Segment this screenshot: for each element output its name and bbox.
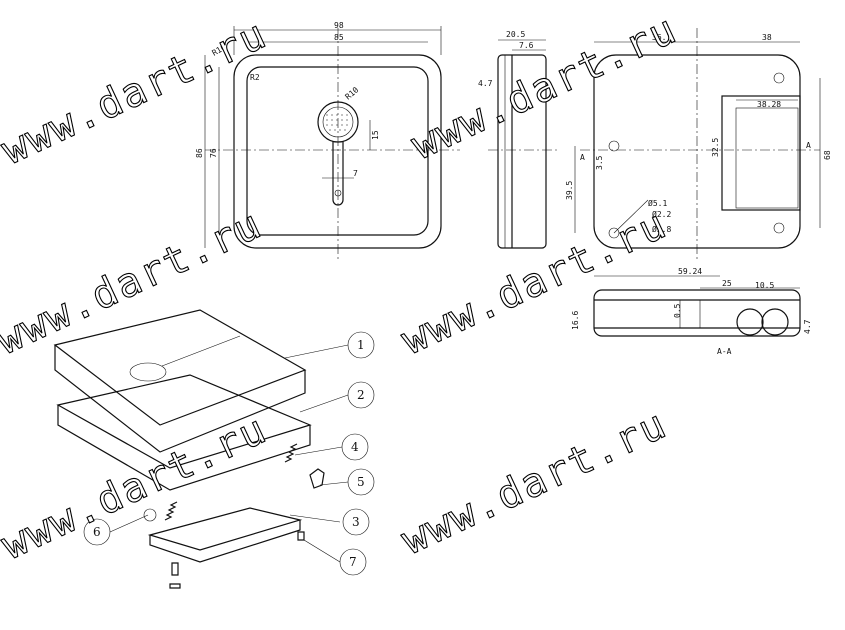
- dim-step: 4.7: [478, 79, 493, 88]
- dim-width: 98: [334, 21, 344, 30]
- section-outline: [593, 289, 801, 337]
- dim-c: 10.5: [755, 281, 774, 290]
- dim-slot-height: 15: [371, 130, 380, 140]
- battery-1: [736, 308, 764, 336]
- watermark-text: www.dart.ru: [0, 201, 269, 364]
- leader-2: [299, 394, 349, 413]
- dim-height-inner: 76: [209, 148, 218, 158]
- leader-d1: [613, 199, 649, 234]
- dim-a: 59.24: [678, 267, 702, 276]
- front-outer-outline: [233, 54, 442, 249]
- dim-t: 0.5: [673, 303, 682, 318]
- dim-compartment: 38.28: [757, 100, 781, 109]
- dim-d2: Ø2.2: [652, 209, 671, 219]
- watermark-text: www.dart.ru: [0, 406, 274, 569]
- side-view: 20.5 7.6 4.7: [478, 30, 558, 249]
- dim-d3: Ø2.8: [652, 224, 671, 234]
- leader-5: [319, 481, 349, 486]
- dim-height-outer: 86: [195, 148, 204, 158]
- part-base-side: [57, 405, 311, 491]
- screw-hole-tr: [773, 72, 785, 84]
- slot-hole: [334, 189, 342, 197]
- back-view: 36.7 38 38.28 3.5 32.5 39.5 68 A A Ø5.1 …: [565, 28, 832, 262]
- dim-h: 16.6: [571, 311, 580, 330]
- part-spring: [284, 443, 298, 463]
- leader-3: [289, 514, 341, 523]
- lid-grille: [129, 362, 167, 382]
- callout-3-circle: [342, 508, 370, 536]
- watermark-text: www.dart.ru: [395, 201, 674, 364]
- dim-radius-small: R2: [250, 73, 260, 82]
- dim-d1: Ø5.1: [648, 198, 667, 208]
- screw-hole-bl: [608, 227, 620, 239]
- callout-2-circle: [347, 381, 375, 409]
- battery-cover-inner: [735, 107, 799, 209]
- callout-5-circle: [347, 468, 375, 496]
- callout-5: 5: [357, 475, 365, 489]
- battery-2: [761, 308, 789, 336]
- leader-1: [284, 344, 349, 359]
- front-inner-outline: [246, 66, 429, 236]
- callout-2: 2: [357, 388, 365, 402]
- side-outline: [497, 54, 547, 249]
- screw-hole-br: [773, 222, 785, 234]
- part-screw-1: [169, 562, 181, 589]
- dim-top-inner: 85: [334, 33, 344, 42]
- speaker-grille-inner: [322, 106, 354, 138]
- watermark-text: www.dart.ru: [405, 6, 684, 169]
- watermark-text: www.dart.ru: [395, 401, 674, 564]
- section-mark-left: A: [580, 153, 585, 162]
- callout-1: 1: [357, 338, 365, 352]
- dim-depth: 20.5: [506, 30, 525, 39]
- callout-7: 7: [349, 555, 357, 569]
- section-view: 59.24 25 10.5 16.6 0.5 4.7 A-A: [571, 267, 812, 356]
- grille-holes: [326, 114, 348, 131]
- callout-6: 6: [93, 525, 101, 539]
- leader-4: [294, 446, 343, 456]
- part-screw-2: [297, 531, 305, 541]
- callout-1-circle: [347, 331, 375, 359]
- part-battery-cover-side: [149, 520, 301, 563]
- front-view: 98 85 R10 R2 R10 86 76 15 7: [195, 21, 460, 262]
- dim-slot-width: 7: [353, 169, 358, 178]
- section-label: A-A: [717, 347, 732, 356]
- dim-v-hole: 39.5: [565, 181, 574, 200]
- part-battery-cover: [147, 507, 303, 551]
- dim-v-small: 3.5: [595, 155, 604, 170]
- dim-r: 4.7: [803, 319, 812, 334]
- part-contact-6: [143, 508, 157, 522]
- dim-height: 68: [823, 150, 832, 160]
- battery-compartment: [721, 95, 801, 211]
- dim-b: 25: [722, 279, 732, 288]
- callout-3: 3: [352, 515, 360, 529]
- section-mark-right: A: [806, 141, 811, 150]
- leader-6: [109, 514, 149, 533]
- leader-7: [303, 539, 341, 563]
- part-lid-side: [54, 345, 306, 453]
- watermarks: www.dart.ru www.dart.ru www.dart.ru www.…: [0, 6, 685, 570]
- dim-v-compartment: 32.5: [711, 138, 720, 157]
- part-contact: [309, 468, 325, 489]
- callout-4: 4: [351, 440, 359, 454]
- callout-4-circle: [341, 433, 369, 461]
- callout-7-circle: [339, 548, 367, 576]
- dim-radius-grille: R10: [344, 85, 361, 101]
- lid-slot: [161, 335, 241, 367]
- exploded-view: 1 2 3 4 5 6 7: [53, 309, 375, 589]
- speaker-grille: [317, 101, 359, 143]
- dim-half-width: 36.7: [652, 33, 671, 42]
- screw-hole-ml: [608, 140, 620, 152]
- watermark-text: www.dart.ru: [0, 11, 274, 174]
- slot-stem: [332, 141, 344, 206]
- dim-lid: 7.6: [519, 41, 534, 50]
- section-boss: [679, 299, 701, 329]
- part-spring-2: [164, 501, 178, 521]
- callout-6-circle: [83, 518, 111, 546]
- dim-right-part: 38: [762, 33, 772, 42]
